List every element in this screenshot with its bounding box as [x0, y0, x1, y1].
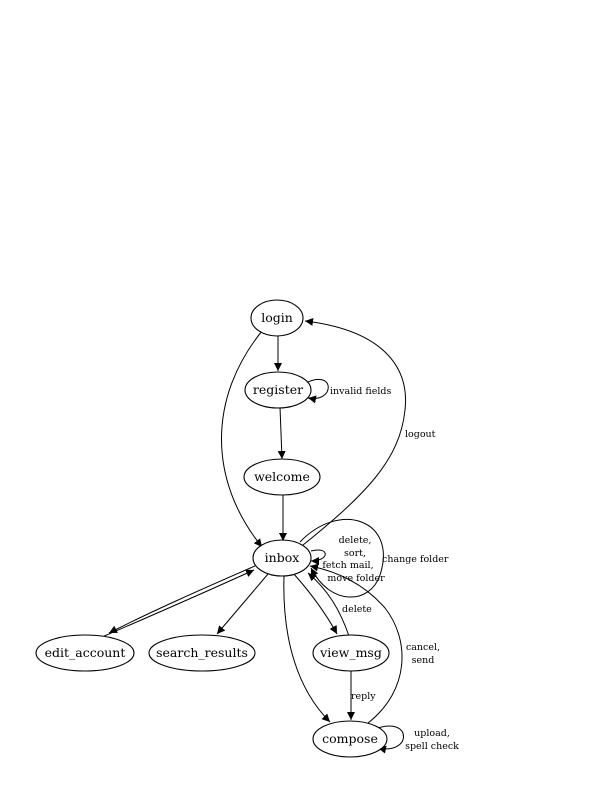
node-welcome-shape — [243, 458, 321, 496]
edge-label-view-msg-compose: reply — [351, 691, 376, 702]
edge-edit-account-inbox — [101, 569, 255, 638]
edge-register-welcome — [277, 406, 286, 460]
edge-label-inbox-self-small-3: fetch mail, — [322, 560, 373, 571]
node-compose-shape — [312, 720, 388, 758]
edge-label-compose-self-2: spell check — [405, 741, 459, 752]
node-search-results[interactable]: search_results — [148, 634, 256, 672]
node-login-shape — [250, 299, 304, 337]
edge-inbox-self-big — [299, 518, 384, 598]
edges: invalid fields logout delete, sort, fetc… — [101, 317, 459, 754]
nodes: login register welcome inbox edit_accoun… — [35, 299, 390, 758]
edge-inbox-edit-account — [108, 565, 256, 634]
node-edit-account-label: edit_account — [45, 645, 126, 660]
node-edit-account-shape — [35, 634, 135, 672]
node-view-msg[interactable]: view_msg — [312, 634, 390, 672]
node-register[interactable]: register — [244, 371, 312, 409]
edge-label-inbox-login: logout — [405, 429, 436, 440]
node-welcome-label: welcome — [254, 469, 310, 484]
node-inbox-label: inbox — [265, 550, 300, 565]
edge-label-inbox-self-small-1: delete, — [339, 535, 372, 546]
edge-label-view-msg-inbox: delete — [342, 604, 372, 615]
node-welcome[interactable]: welcome — [243, 458, 321, 496]
node-edit-account[interactable]: edit_account — [35, 634, 135, 672]
edge-label-inbox-self-small-2: sort, — [344, 548, 366, 559]
node-register-shape — [244, 371, 312, 409]
node-compose-label: compose — [322, 731, 378, 746]
node-login-label: login — [261, 310, 293, 325]
edge-label-compose-inbox-2: send — [412, 655, 435, 666]
edge-compose-inbox — [309, 563, 403, 724]
edge-label-compose-inbox-1: cancel, — [406, 642, 440, 653]
node-inbox[interactable]: inbox — [252, 539, 312, 577]
edge-label-register-self: invalid fields — [330, 386, 391, 397]
edge-register-self — [307, 379, 329, 404]
node-register-label: register — [253, 382, 303, 397]
node-view-msg-label: view_msg — [319, 645, 382, 660]
edge-inbox-search-results — [216, 573, 269, 635]
edge-inbox-login — [302, 317, 407, 546]
node-view-msg-shape — [312, 634, 390, 672]
edge-compose-self — [377, 725, 404, 754]
edge-inbox-view-msg — [292, 572, 338, 635]
node-search-results-shape — [148, 634, 256, 672]
node-compose[interactable]: compose — [312, 720, 388, 758]
edge-inbox-compose — [283, 575, 331, 723]
node-login[interactable]: login — [250, 299, 304, 337]
edge-view-msg-inbox — [307, 572, 350, 637]
edge-login-inbox — [221, 330, 263, 548]
node-search-results-label: search_results — [156, 645, 248, 660]
node-inbox-shape — [252, 539, 312, 577]
edge-label-compose-self-1: upload, — [414, 728, 450, 739]
edge-label-inbox-self-small-4: move folder — [327, 573, 385, 584]
edge-label-inbox-self-big: change folder — [382, 554, 449, 565]
edge-inbox-self-small — [310, 549, 326, 565]
